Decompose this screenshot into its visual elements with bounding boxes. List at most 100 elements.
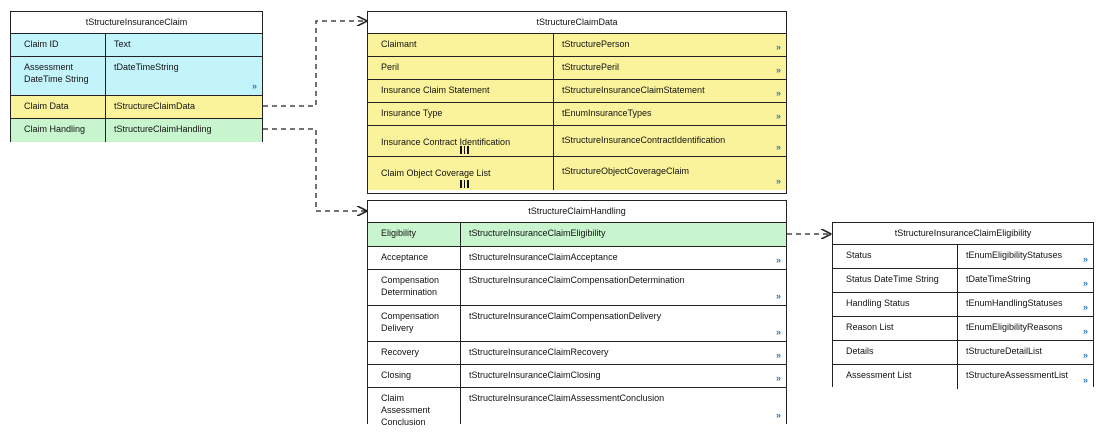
row-type: tStructureInsuranceClaimStatement (562, 85, 705, 95)
expand-chevron-icon[interactable]: » (775, 65, 781, 75)
row-type: tEnumInsuranceTypes (562, 108, 652, 118)
connector-claim-data (263, 21, 366, 107)
eligibility-row-assessment-list[interactable]: Assessment List tStructureAssessmentList… (833, 365, 1093, 389)
claim-structure-box: tStructureInsuranceClaim Claim ID Text A… (10, 11, 263, 142)
row-name: Peril (368, 57, 554, 79)
claim-data-row-object-coverage-list[interactable]: Claim Object Coverage List tStructureObj… (368, 157, 786, 190)
expand-chevron-icon[interactable]: » (775, 142, 781, 152)
expand-chevron-icon[interactable]: » (1082, 375, 1088, 385)
eligibility-row-details[interactable]: Details tStructureDetailList » (833, 341, 1093, 365)
claim-data-row-contract-identification[interactable]: Insurance Contract Identification tStruc… (368, 126, 786, 157)
claim-structure-title: tStructureInsuranceClaim (11, 12, 262, 34)
row-type: tStructureInsuranceClaimCompensationDete… (469, 275, 685, 285)
expand-chevron-icon[interactable]: » (775, 88, 781, 98)
expand-chevron-icon[interactable]: » (775, 373, 781, 383)
row-name: Details (833, 341, 958, 364)
row-type: tStructureInsuranceClaimClosing (469, 370, 601, 380)
expand-chevron-icon[interactable]: » (1082, 254, 1088, 264)
row-name: Compensation Determination (368, 270, 461, 305)
row-type: tStructurePerson (562, 39, 630, 49)
eligibility-title: tStructureInsuranceClaimEligibility (833, 223, 1093, 245)
handling-row-acceptance[interactable]: Acceptance tStructureInsuranceClaimAccep… (368, 247, 786, 270)
eligibility-row-status[interactable]: Status tEnumEligibilityStatuses » (833, 245, 1093, 269)
row-type: tStructurePeril (562, 62, 620, 72)
row-name: Status DateTime String (833, 269, 958, 292)
claim-data-box: tStructureClaimData Claimant tStructureP… (367, 11, 787, 194)
row-name: Claim Assessment Conclusion (368, 388, 461, 427)
eligibility-row-handling-status[interactable]: Handling Status tEnumHandlingStatuses » (833, 293, 1093, 317)
expand-chevron-icon[interactable]: » (1082, 350, 1088, 360)
handling-row-assessment-conclusion[interactable]: Claim Assessment Conclusion tStructureIn… (368, 388, 786, 427)
row-type: tStructureInsuranceClaimCompensationDeli… (469, 311, 662, 321)
expand-chevron-icon[interactable]: » (1082, 302, 1088, 312)
row-type: tStructureClaimHandling (114, 124, 212, 134)
claim-handling-box: tStructureClaimHandling Eligibility tStr… (367, 200, 787, 427)
eligibility-box: tStructureInsuranceClaimEligibility Stat… (832, 222, 1094, 389)
row-name: Insurance Claim Statement (368, 80, 554, 102)
expand-chevron-icon[interactable]: » (1082, 278, 1088, 288)
expand-chevron-icon[interactable]: » (1082, 326, 1088, 336)
list-multiplicity-icon (460, 180, 469, 188)
row-type: tStructureInsuranceClaimAcceptance (469, 252, 618, 262)
handling-row-eligibility[interactable]: Eligibility tStructureInsuranceClaimElig… (368, 223, 786, 247)
row-name: Insurance Type (368, 103, 554, 125)
row-type: tStructureAssessmentList (966, 370, 1069, 380)
row-name: Handling Status (833, 293, 958, 316)
claim-row-assessment-datetime[interactable]: Assessment DateTime String tDateTimeStri… (11, 57, 262, 96)
row-name: Insurance Contract Identification (368, 126, 554, 156)
expand-chevron-icon[interactable]: » (775, 291, 781, 301)
claim-data-row-insurance-type[interactable]: Insurance Type tEnumInsuranceTypes » (368, 103, 786, 126)
connector-claim-handling (263, 128, 366, 211)
claim-row-claim-data[interactable]: Claim Data tStructureClaimData (11, 96, 262, 119)
claim-handling-title: tStructureClaimHandling (368, 201, 786, 223)
row-type: Text (114, 39, 131, 49)
row-type: tStructureClaimData (114, 101, 196, 111)
row-name: Acceptance (368, 247, 461, 269)
handling-row-recovery[interactable]: Recovery tStructureInsuranceClaimRecover… (368, 342, 786, 365)
row-name: Compensation Delivery (368, 306, 461, 341)
handling-row-closing[interactable]: Closing tStructureInsuranceClaimClosing … (368, 365, 786, 388)
expand-chevron-icon[interactable]: » (775, 111, 781, 121)
row-type: tStructureInsuranceClaimAssessmentConclu… (469, 393, 665, 403)
expand-chevron-icon[interactable]: » (775, 255, 781, 265)
claim-data-row-claimant[interactable]: Claimant tStructurePerson » (368, 34, 786, 57)
row-name: Eligibility (368, 223, 461, 246)
claim-data-row-peril[interactable]: Peril tStructurePeril » (368, 57, 786, 80)
expand-chevron-icon[interactable]: » (775, 176, 781, 186)
expand-chevron-icon[interactable]: » (775, 350, 781, 360)
claim-row-claim-id[interactable]: Claim ID Text (11, 34, 262, 57)
row-name: Status (833, 245, 958, 268)
row-name: Claim Handling (11, 119, 106, 142)
claim-data-title: tStructureClaimData (368, 12, 786, 34)
handling-row-compensation-determination[interactable]: Compensation Determination tStructureIns… (368, 270, 786, 306)
row-name: Claim Data (11, 96, 106, 118)
row-name: Claimant (368, 34, 554, 56)
expand-chevron-icon[interactable]: » (775, 42, 781, 52)
row-type: tStructureDetailList (966, 346, 1043, 356)
row-type: tEnumEligibilityReasons (966, 322, 1063, 332)
row-type: tDateTimeString (114, 62, 179, 72)
claim-data-row-statement[interactable]: Insurance Claim Statement tStructureInsu… (368, 80, 786, 103)
row-name: Assessment List (833, 365, 958, 389)
row-type: tStructureInsuranceClaimRecovery (469, 347, 609, 357)
eligibility-row-reason-list[interactable]: Reason List tEnumEligibilityReasons » (833, 317, 1093, 341)
row-type: tStructureObjectCoverageClaim (562, 166, 690, 176)
row-type: tStructureInsuranceClaimEligibility (469, 228, 606, 238)
row-name: Assessment DateTime String (11, 57, 106, 95)
row-name: Claim Object Coverage List (368, 157, 554, 190)
eligibility-row-status-datetime[interactable]: Status DateTime String tDateTimeString » (833, 269, 1093, 293)
row-name: Closing (368, 365, 461, 387)
claim-row-claim-handling[interactable]: Claim Handling tStructureClaimHandling (11, 119, 262, 142)
row-name: Recovery (368, 342, 461, 364)
handling-row-compensation-delivery[interactable]: Compensation Delivery tStructureInsuranc… (368, 306, 786, 342)
row-type: tEnumHandlingStatuses (966, 298, 1063, 308)
expand-chevron-icon[interactable]: » (251, 81, 257, 91)
expand-chevron-icon[interactable]: » (775, 327, 781, 337)
expand-chevron-icon[interactable]: » (775, 410, 781, 420)
list-multiplicity-icon (460, 146, 469, 154)
row-name: Reason List (833, 317, 958, 340)
row-name: Claim ID (11, 34, 106, 56)
row-type: tStructureInsuranceContractIdentificatio… (562, 135, 726, 145)
row-type: tEnumEligibilityStatuses (966, 250, 1063, 260)
